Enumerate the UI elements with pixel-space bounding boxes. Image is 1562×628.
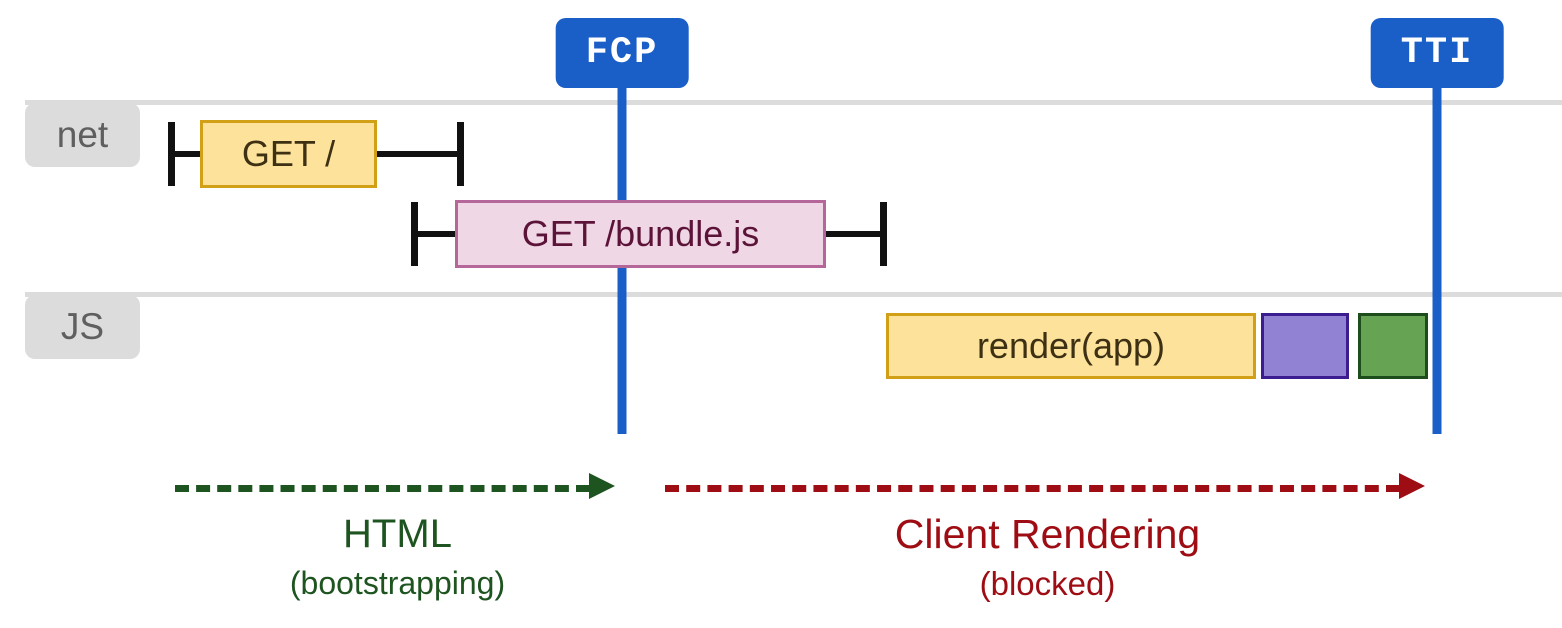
js-task-green	[1358, 313, 1428, 379]
phase-arrow-line	[175, 485, 590, 492]
network-span-label-get-root: GET /	[200, 120, 377, 188]
span-cap-left	[411, 202, 418, 266]
phase-arrow-head-icon	[1399, 473, 1425, 499]
phase-title: Client Rendering	[894, 511, 1201, 557]
phase-arrow-line	[665, 485, 1400, 492]
milestone-tti-badge: TTI	[1370, 18, 1504, 88]
lane-rule-net	[25, 100, 1562, 105]
phase-subtitle: (bootstrapping)	[289, 565, 506, 601]
span-cap-right	[880, 202, 887, 266]
lane-label-net: net	[25, 103, 140, 167]
span-cap-left	[168, 122, 175, 186]
milestone-tti-line	[1432, 84, 1442, 434]
js-task-render-app: render(app)	[886, 313, 1256, 379]
phase-title: HTML	[343, 512, 452, 556]
network-span-label-get-bundle: GET /bundle.js	[455, 200, 826, 268]
milestone-fcp-badge: FCP	[555, 18, 689, 88]
lane-rule-js	[25, 292, 1562, 297]
phase-subtitle: (blocked)	[979, 565, 1116, 602]
js-task-purple	[1261, 313, 1349, 379]
lane-label-js: JS	[25, 295, 140, 359]
phase-arrow-head-icon	[589, 473, 615, 499]
span-cap-right	[457, 122, 464, 186]
